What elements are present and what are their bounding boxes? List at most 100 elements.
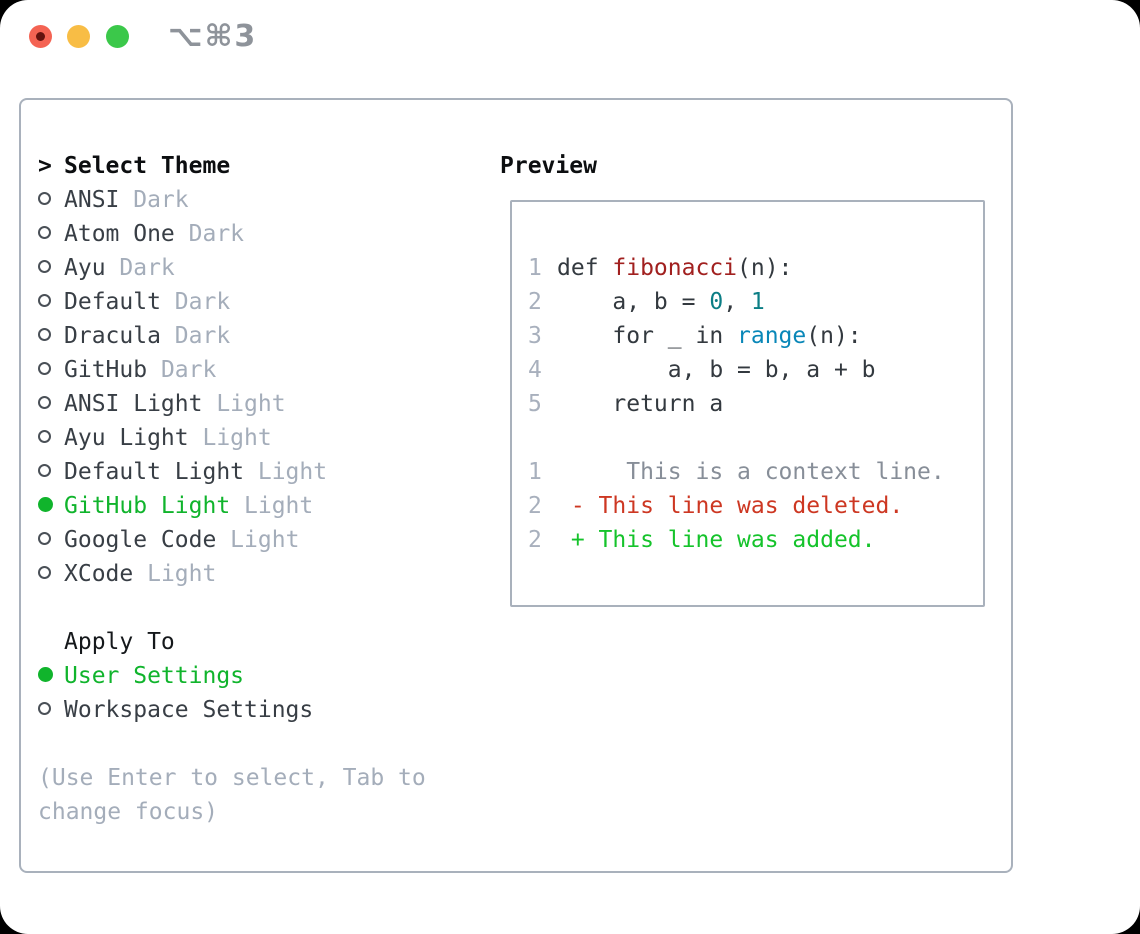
keyboard-hint: (Use Enter to select, Tab to change focu…: [38, 765, 426, 825]
theme-name: Ayu: [64, 255, 106, 281]
line-number: 1: [528, 255, 542, 281]
code-line: 2 + This line was added.: [528, 523, 983, 557]
theme-variant-tag: Light: [230, 493, 314, 519]
theme-option[interactable]: Google Code Light: [38, 523, 478, 557]
theme-option[interactable]: Default Light Light: [38, 455, 478, 489]
picker-title: Select Theme: [64, 153, 231, 179]
radio-selected-icon: [38, 489, 64, 523]
theme-option[interactable]: Ayu Dark: [38, 251, 478, 285]
radio-icon: [38, 455, 64, 489]
code-token: return a: [557, 391, 724, 417]
code-token: a, b = b, a + b: [557, 357, 876, 383]
theme-variant-tag: Dark: [160, 289, 231, 315]
radio-icon: [38, 319, 64, 353]
line-number: 1: [528, 459, 542, 485]
apply-to-option[interactable]: User Settings: [38, 659, 478, 693]
radio-icon: [38, 523, 64, 557]
theme-option[interactable]: Default Dark: [38, 285, 478, 319]
code-token: a, b =: [557, 289, 710, 315]
code-token: fibonacci: [612, 255, 738, 281]
radio-icon: [38, 183, 64, 217]
marker-spacer: [38, 625, 64, 659]
apply-to-option[interactable]: Workspace Settings: [38, 693, 478, 727]
theme-option[interactable]: ANSI Dark: [38, 183, 478, 217]
theme-name: Atom One: [64, 221, 175, 247]
code-token: ,: [723, 289, 751, 315]
close-button[interactable]: [29, 25, 52, 48]
zoom-button[interactable]: [106, 25, 129, 48]
apply-to-title: Apply To: [64, 629, 175, 655]
titlebar: ⌥⌘3: [0, 0, 1140, 75]
theme-variant-tag: Dark: [160, 323, 231, 349]
theme-option[interactable]: Atom One Dark: [38, 217, 478, 251]
theme-option[interactable]: GitHub Dark: [38, 353, 478, 387]
radio-circle: [38, 226, 51, 239]
theme-name: Google Code: [64, 527, 217, 553]
theme-name: ANSI: [64, 187, 120, 213]
radio-icon: [38, 387, 64, 421]
apply-to-header: Apply To: [38, 625, 478, 659]
theme-name: GitHub Light: [64, 493, 231, 519]
prompt-cursor-icon: >: [38, 153, 52, 179]
theme-option[interactable]: Dracula Dark: [38, 319, 478, 353]
radio-circle: [38, 430, 51, 443]
radio-icon: [38, 217, 64, 251]
theme-option[interactable]: ANSI Light Light: [38, 387, 478, 421]
theme-variant-tag: Light: [244, 459, 328, 485]
radio-icon: [38, 251, 64, 285]
radio-circle: [38, 566, 51, 579]
code-token: - This line was deleted.: [557, 493, 904, 519]
code-token: + This line was added.: [557, 527, 876, 553]
line-number: 3: [528, 323, 542, 349]
theme-variant-tag: Dark: [147, 357, 217, 383]
theme-option[interactable]: XCode Light: [38, 557, 478, 591]
radio-circle: [38, 294, 51, 307]
spacer: [38, 591, 478, 625]
radio-circle: [38, 260, 51, 273]
radio-circle: [38, 328, 51, 341]
line-number: 2: [528, 289, 542, 315]
theme-name: ANSI Light: [64, 391, 203, 417]
code-line: 4 a, b = b, a + b: [528, 353, 983, 387]
theme-name: Ayu Light: [64, 425, 189, 451]
apply-to-label: Workspace Settings: [64, 697, 314, 723]
theme-option[interactable]: GitHub Light Light: [38, 489, 478, 523]
radio-icon: [38, 557, 64, 591]
spacer: [38, 727, 478, 761]
line-number: 4: [528, 357, 542, 383]
minimize-button[interactable]: [67, 25, 90, 48]
radio-circle: [38, 464, 51, 477]
theme-variant-tag: Light: [133, 561, 217, 587]
radio-icon: [38, 285, 64, 319]
code-token: This is a context line.: [557, 459, 945, 485]
radio-circle: [38, 497, 53, 512]
theme-name: Default: [64, 289, 161, 315]
line-number: 2: [528, 493, 542, 519]
theme-name: XCode: [64, 561, 134, 587]
code-line: 1 This is a context line.: [528, 455, 983, 489]
theme-variant-tag: Light: [188, 425, 272, 451]
line-number: 2: [528, 527, 542, 553]
code-token: (n):: [737, 255, 793, 281]
picker-header: > Select Theme: [38, 149, 478, 183]
code-line: 2 - This line was deleted.: [528, 489, 983, 523]
code-line: 3 for _ in range(n):: [528, 319, 983, 353]
theme-name: Default Light: [64, 459, 245, 485]
radio-circle: [38, 702, 51, 715]
theme-option[interactable]: Ayu Light Light: [38, 421, 478, 455]
radio-icon: [38, 421, 64, 455]
radio-icon: [38, 693, 64, 727]
radio-circle: [38, 396, 51, 409]
radio-selected-icon: [38, 659, 64, 693]
code-line: 2 a, b = 0, 1: [528, 285, 983, 319]
preview-title: Preview: [500, 153, 597, 179]
code-token: for _ in: [557, 323, 738, 349]
radio-circle: [38, 192, 51, 205]
radio-circle: [38, 362, 51, 375]
